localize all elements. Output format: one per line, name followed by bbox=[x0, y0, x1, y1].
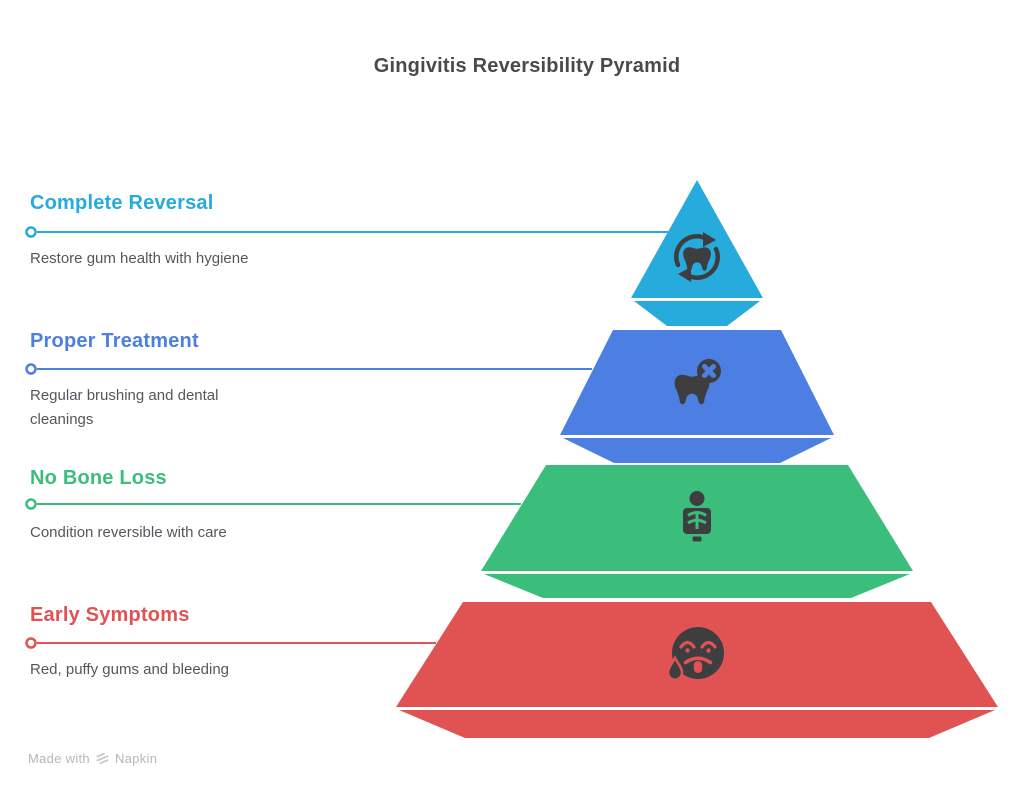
connector-level-2 bbox=[25, 363, 592, 375]
connector-dot bbox=[25, 226, 37, 238]
level-4-label: Early Symptoms bbox=[30, 604, 330, 627]
level-2-description: Regular brushing and dental cleanings bbox=[30, 387, 219, 428]
level-3-label: No Bone Loss bbox=[30, 467, 330, 490]
level-4-heading: Early Symptoms bbox=[30, 604, 190, 626]
pyramid-level-2-flap bbox=[563, 438, 831, 463]
level-1-heading: Complete Reversal bbox=[30, 192, 214, 214]
made-with-text: Made with bbox=[28, 751, 90, 766]
pyramid-level-1-flap bbox=[634, 301, 760, 326]
level-2-label: Proper Treatment bbox=[30, 330, 330, 353]
page-title: Gingivitis Reversibility Pyramid bbox=[373, 55, 681, 77]
level-3-heading: No Bone Loss bbox=[30, 467, 167, 489]
level-3-description: Condition reversible with care bbox=[30, 524, 227, 541]
connector-dot bbox=[25, 637, 37, 649]
level-2-heading: Proper Treatment bbox=[30, 330, 199, 352]
tooth-refresh-icon bbox=[674, 232, 720, 282]
sick-face-drop-icon bbox=[666, 627, 724, 681]
xray-icon bbox=[683, 491, 711, 542]
level-4-description: Red, puffy gums and bleeding bbox=[30, 661, 230, 678]
level-1-label: Complete Reversal bbox=[30, 192, 330, 215]
pyramid-level-3-flap bbox=[484, 574, 910, 598]
tooth-x-icon bbox=[674, 359, 721, 405]
napkin-logo-icon bbox=[96, 752, 109, 765]
connector-level-4 bbox=[25, 637, 436, 649]
connector-dot bbox=[25, 498, 37, 510]
level-1-description: Restore gum health with hygiene bbox=[30, 250, 249, 267]
napkin-brand-text: Napkin bbox=[114, 751, 158, 766]
connector-dot bbox=[25, 363, 37, 375]
pyramid-level-4-flap bbox=[399, 710, 995, 738]
pyramid-level-1-shape bbox=[631, 180, 763, 298]
made-with-napkin-badge[interactable]: Made with Napkin bbox=[28, 751, 157, 766]
connector-level-1 bbox=[25, 226, 668, 238]
connector-level-3 bbox=[25, 498, 521, 510]
